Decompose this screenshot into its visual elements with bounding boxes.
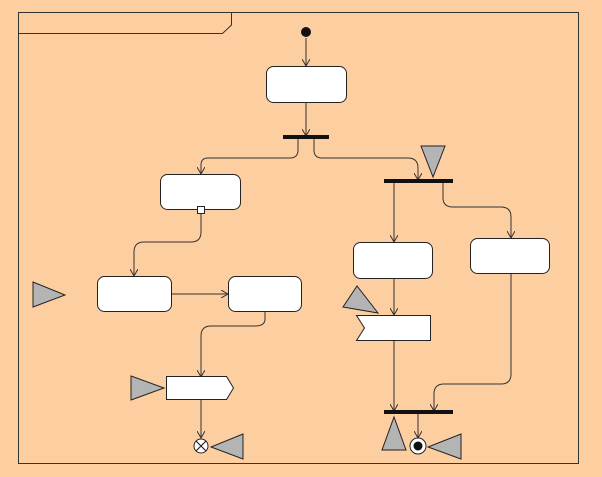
action-node-6[interactable] [470, 238, 550, 274]
triangle-marker-left-flow-final [209, 433, 244, 460]
edge-fork-to-join-1 [313, 138, 418, 180]
action-node-4[interactable] [228, 276, 302, 312]
triangle-marker-right-left-edge [32, 281, 67, 308]
accept-event-node[interactable] [355, 315, 431, 341]
edge-action-4-to-send-signal [201, 312, 266, 377]
triangle-marker-up-join-2 [381, 415, 407, 451]
action-node-2[interactable] [160, 174, 241, 210]
edge-action-6-to-join-2 [434, 274, 512, 411]
action-node-1[interactable] [266, 66, 347, 103]
frame-title-tab [18, 12, 232, 34]
triangle-marker-left-activity-final [426, 433, 462, 460]
output-pin[interactable] [197, 206, 205, 214]
initial-node[interactable] [301, 27, 311, 37]
activity-final-node[interactable] [409, 437, 427, 455]
triangle-marker-right-send-signal [130, 375, 166, 401]
action-node-5[interactable] [353, 242, 433, 279]
triangle-marker-tilted-accept-event [342, 285, 380, 314]
action-node-3[interactable] [97, 276, 172, 312]
triangle-marker-down-join-1 [420, 145, 446, 179]
edge-fork-to-action-2 [201, 138, 299, 174]
join-bar-1[interactable] [384, 179, 453, 183]
edge-action-2-to-action-3 [134, 214, 202, 276]
fork-bar[interactable] [283, 135, 329, 139]
join-bar-2[interactable] [384, 410, 453, 414]
edge-join-1-to-action-6 [442, 182, 511, 238]
flow-final-node[interactable] [193, 438, 209, 454]
send-signal-node[interactable] [166, 376, 235, 400]
diagram-frame [18, 12, 579, 464]
